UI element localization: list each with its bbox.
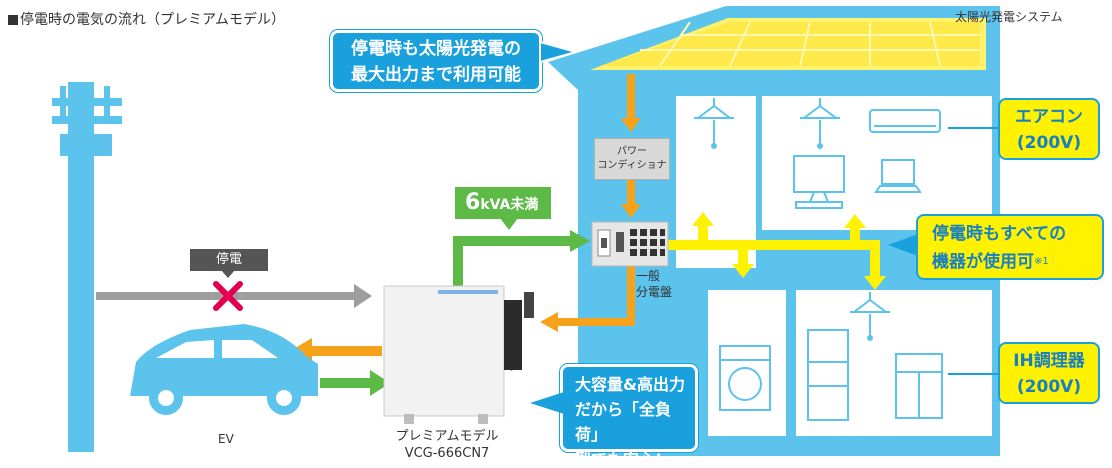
all-devices-line2: 機器が使用可 bbox=[932, 252, 1034, 272]
ceiling-light-icon bbox=[694, 98, 734, 149]
solar-flow-arrow bbox=[540, 74, 641, 332]
kva-pointer bbox=[500, 218, 518, 230]
all-devices-footnote: ※1 bbox=[1034, 256, 1049, 267]
ih-callout-line1: IH調理器 bbox=[1013, 351, 1085, 371]
desktop-computer-icon bbox=[793, 155, 845, 209]
distribution-board-icon bbox=[591, 221, 669, 267]
house-power-lines bbox=[666, 212, 886, 290]
all-devices-pointer bbox=[888, 234, 918, 256]
ih-callout: IH調理器 (200V) bbox=[998, 342, 1100, 404]
distribution-board-label: 一般 分電盤 bbox=[636, 268, 672, 300]
refrigerator-icon bbox=[807, 329, 849, 421]
laptop-icon bbox=[874, 159, 922, 193]
aircon-callout-line2: (200V) bbox=[1016, 133, 1082, 153]
ev-charge-arrow bbox=[320, 370, 390, 396]
solar-callout: 停電時も太陽光発電の 最大出力まで利用可能 bbox=[330, 30, 542, 92]
ceiling-light-icon bbox=[800, 98, 840, 149]
outage-pointer bbox=[221, 270, 235, 278]
aircon-leader-line bbox=[948, 127, 1000, 129]
solar-callout-pointer bbox=[540, 40, 580, 64]
capacity-line1: 大容量&高出力 bbox=[575, 375, 685, 394]
all-devices-callout: 停電時もすべての 機器が使用可※1 bbox=[916, 214, 1104, 280]
outage-label: 停電 bbox=[190, 249, 268, 271]
air-conditioner-icon bbox=[869, 109, 941, 133]
all-devices-line1: 停電時もすべての bbox=[932, 224, 1067, 244]
v2h-unit-icon bbox=[383, 285, 534, 424]
ih-leader-line bbox=[948, 373, 1000, 375]
solar-callout-line1: 停電時も太陽光発電の bbox=[351, 39, 521, 59]
product-label: プレミアムモデル VCG-666CN7 bbox=[384, 428, 510, 462]
solar-panel-icon bbox=[590, 18, 986, 70]
aircon-callout-line1: エアコン bbox=[1015, 107, 1083, 127]
cross-icon bbox=[213, 281, 243, 311]
ih-cooker-icon bbox=[895, 353, 943, 419]
aircon-callout: エアコン (200V) bbox=[998, 98, 1100, 160]
washing-machine-icon bbox=[719, 345, 771, 411]
solar-system-label: 太陽光発電システム bbox=[955, 10, 1063, 24]
product-model: VCG-666CN7 bbox=[404, 446, 490, 461]
power-conditioner-box: パワー コンディショナ bbox=[594, 138, 670, 180]
utility-pole-icon bbox=[52, 82, 122, 452]
square-bullet-icon bbox=[8, 15, 18, 25]
ceiling-light-icon bbox=[850, 292, 890, 341]
power-conditioner-line2: コンディショナ bbox=[597, 160, 667, 171]
supply-arrow bbox=[453, 230, 590, 290]
product-name: プレミアムモデル bbox=[395, 429, 499, 444]
ih-callout-line2: (200V) bbox=[1016, 377, 1082, 397]
capacity-callout: 大容量&高出力 だから「全負荷」 型でも安心! bbox=[560, 364, 698, 468]
kva-label: 6kVA未満 bbox=[455, 187, 551, 219]
distribution-board-line2: 分電盤 bbox=[636, 285, 673, 299]
capacity-line2: だから「全負荷」 bbox=[575, 400, 672, 444]
capacity-line3: 型でも安心! bbox=[575, 450, 663, 468]
kva-unit: kVA未満 bbox=[480, 197, 539, 213]
ev-car-icon bbox=[130, 324, 318, 415]
distribution-board-line1: 一般 bbox=[636, 269, 661, 283]
ev-label: EV bbox=[218, 432, 234, 446]
title-text: 停電時の電気の流れ（プレミアムモデル） bbox=[20, 12, 286, 28]
capacity-pointer bbox=[530, 392, 564, 414]
solar-callout-line2: 最大出力まで利用可能 bbox=[351, 65, 521, 85]
page-title: 停電時の電気の流れ（プレミアムモデル） bbox=[8, 9, 285, 29]
all-devices-line2-wrap: 機器が使用可※1 bbox=[932, 248, 1102, 276]
kva-number: 6 bbox=[465, 190, 481, 215]
power-conditioner-line1: パワー bbox=[617, 146, 647, 157]
